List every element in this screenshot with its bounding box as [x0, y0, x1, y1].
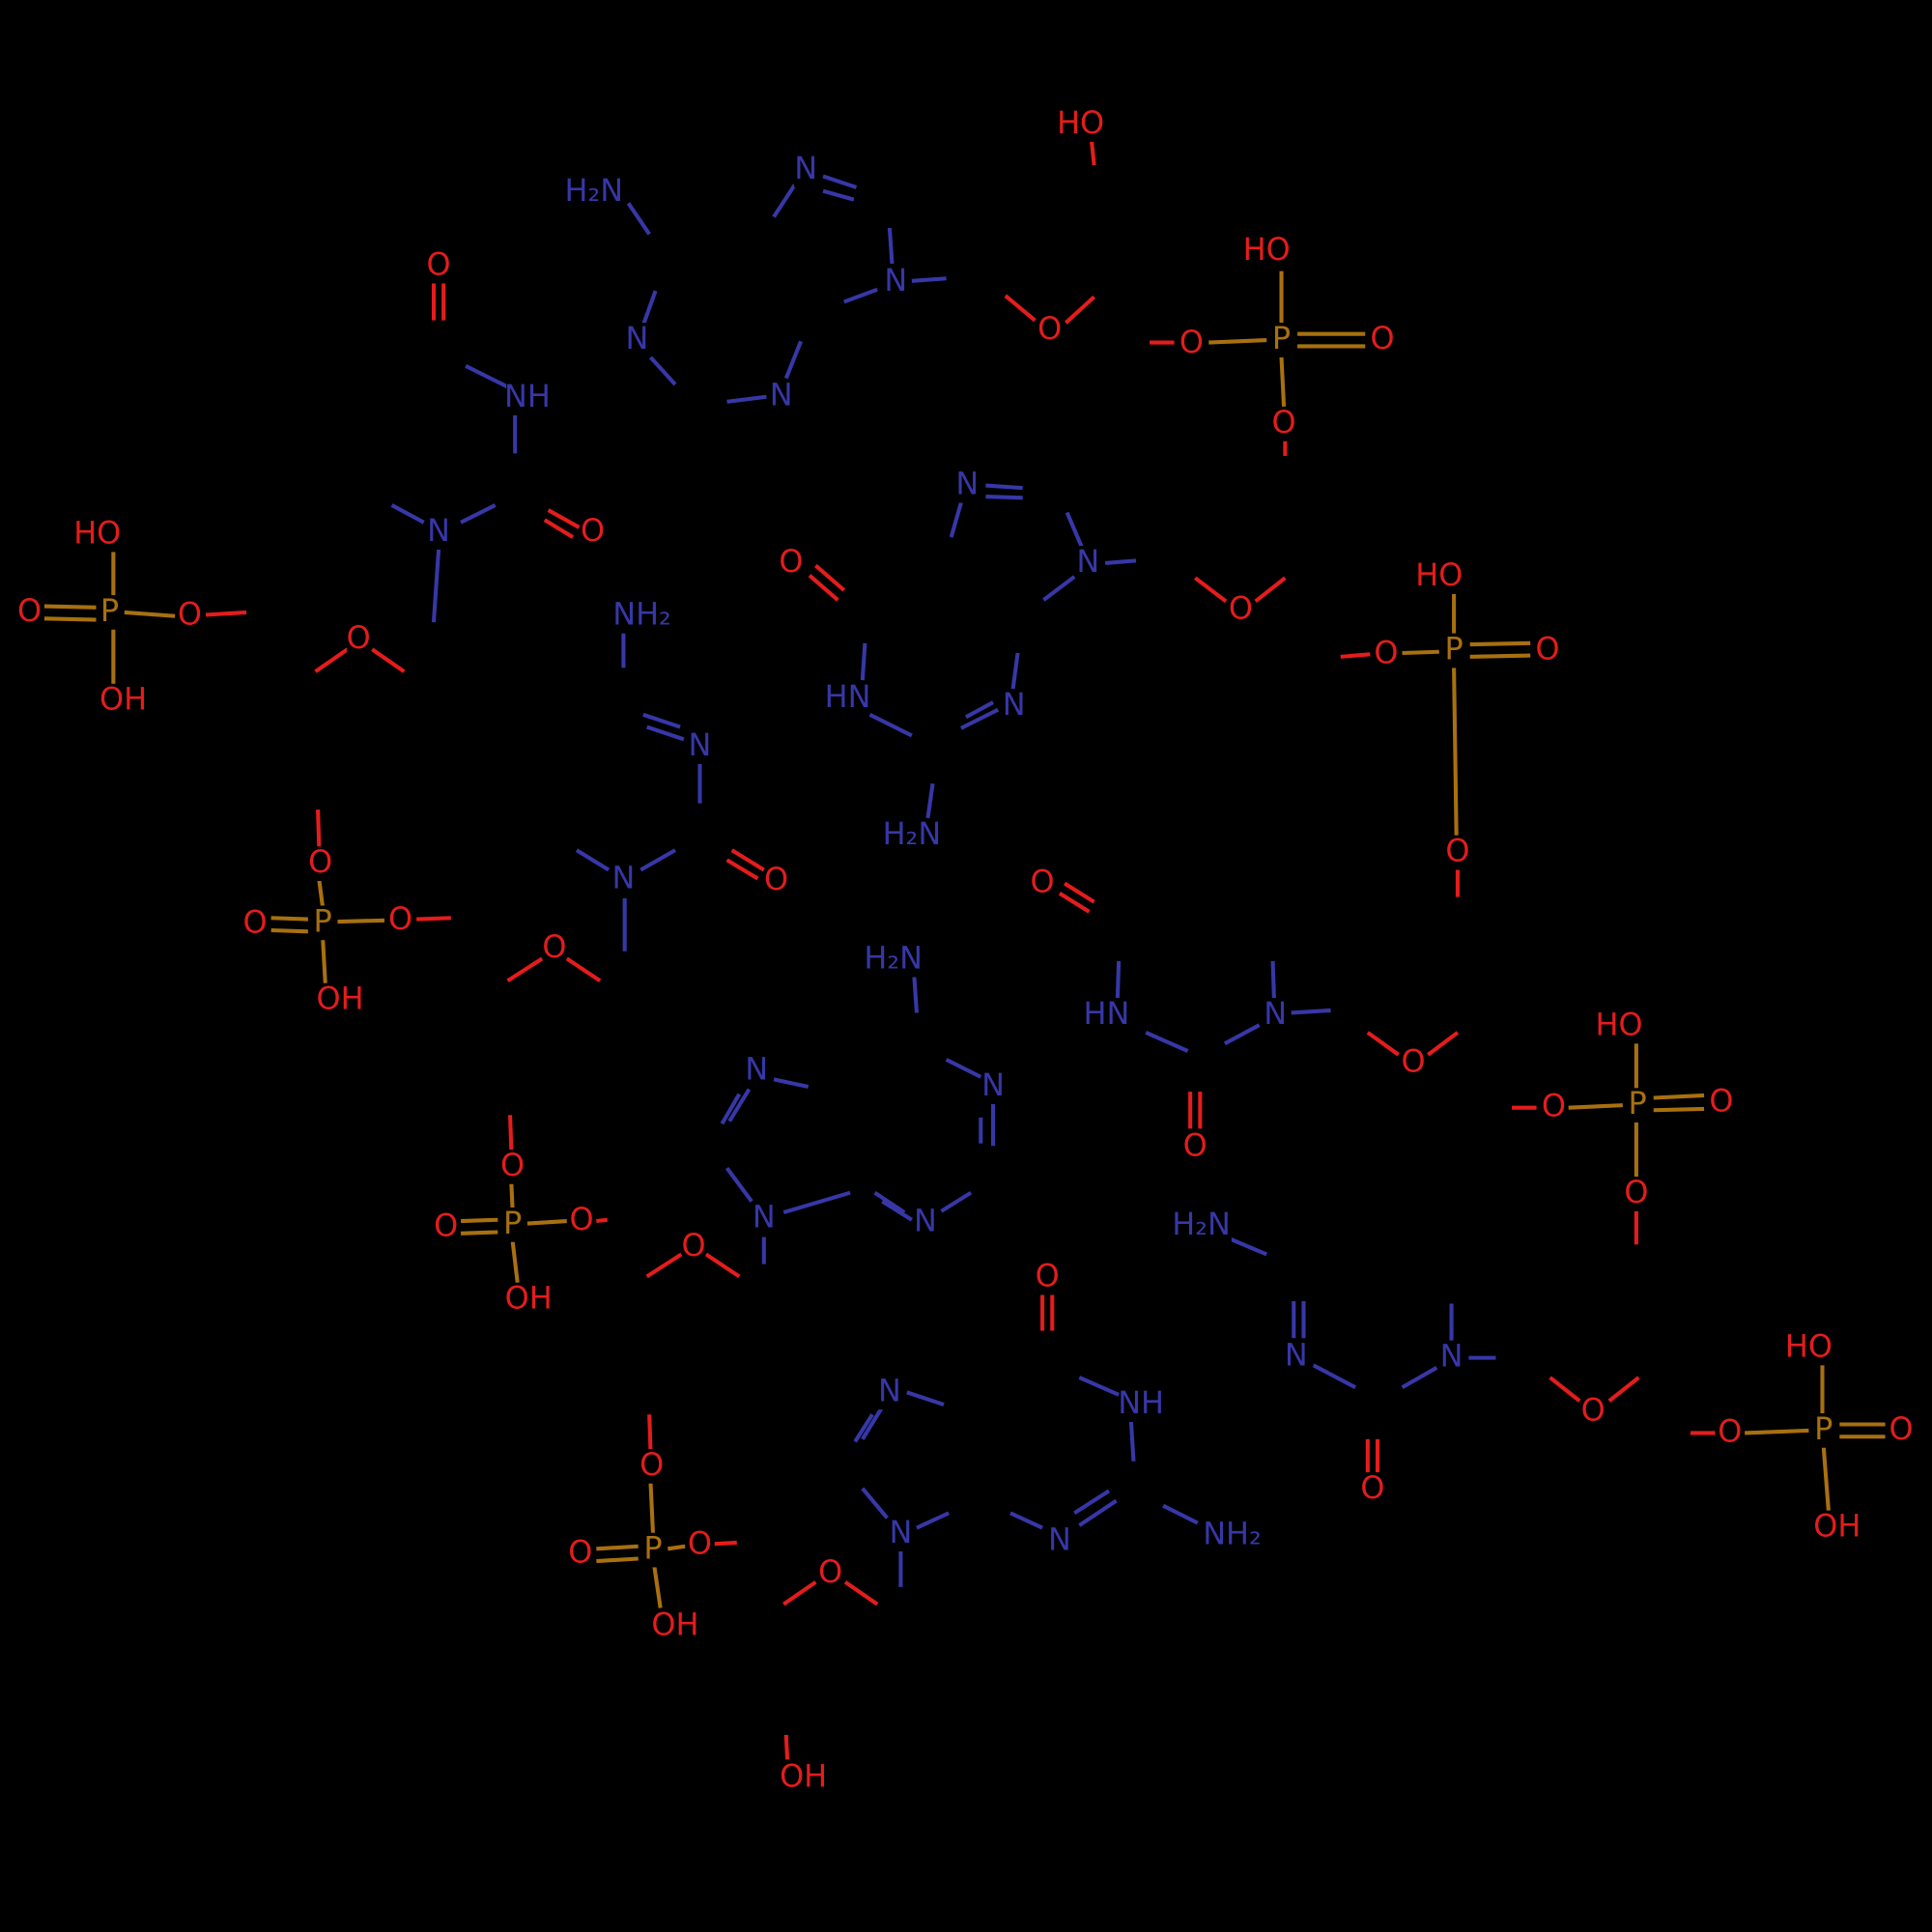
atom-label: O — [1179, 324, 1204, 360]
atom-label: P — [100, 592, 119, 629]
atom-label: O — [1374, 634, 1398, 670]
atom-label: O — [1036, 1258, 1060, 1294]
atom-label: O — [434, 1207, 458, 1243]
atom-label: NH₂ — [612, 596, 671, 633]
atom-label: O — [1272, 404, 1296, 440]
atom-label: O — [1445, 833, 1469, 869]
atom-label: N — [770, 377, 793, 413]
atom-label: O — [1371, 320, 1395, 356]
atom-label: O — [308, 843, 332, 880]
atom-label: H₂N — [864, 940, 923, 977]
atom-label: O — [764, 861, 788, 897]
atom-label: P — [503, 1205, 522, 1241]
atom-label: N — [794, 150, 817, 186]
atom-label: HO — [1415, 556, 1463, 593]
atom-label: O — [639, 1446, 664, 1483]
atom-label: O — [17, 592, 42, 629]
atom-label: NH — [1118, 1384, 1164, 1421]
atom-label: HO — [1057, 104, 1104, 141]
atom-label: N — [884, 262, 907, 298]
atom-label: N — [981, 1066, 1005, 1103]
atom-label: N — [914, 1202, 937, 1238]
atom-label: O — [427, 246, 451, 283]
atom-label: O — [542, 928, 566, 965]
atom-label: O — [779, 543, 803, 580]
atom-label: N — [745, 1050, 768, 1087]
atom-label: OH — [1813, 1508, 1861, 1545]
atom-label: O — [1360, 1469, 1384, 1506]
atom-label: O — [242, 904, 267, 941]
atom-label: O — [818, 1553, 842, 1590]
atom-label: P — [1444, 630, 1463, 667]
atom-label: N — [1264, 995, 1287, 1032]
atom-label: O — [682, 1227, 706, 1264]
atom-label: O — [1889, 1410, 1914, 1447]
atom-label: O — [500, 1147, 525, 1183]
atom-label: HN — [1084, 995, 1130, 1032]
atom-label: N — [689, 726, 712, 763]
atom-label: H₂N — [564, 172, 623, 209]
atom-label: OH — [780, 1758, 827, 1795]
atom-label: P — [1272, 320, 1291, 356]
atom-label: HO — [73, 515, 121, 552]
atom-label: P — [1629, 1085, 1647, 1122]
atom-label: O — [1535, 630, 1559, 667]
atom-label: HO — [1785, 1327, 1833, 1364]
atom-label: O — [1229, 589, 1253, 626]
atom-label: N — [878, 1372, 901, 1408]
atom-label: NH₂ — [1203, 1515, 1262, 1551]
atom-label: NH — [504, 378, 551, 414]
atom-label: O — [1542, 1088, 1566, 1124]
atom-label: O — [569, 1201, 593, 1237]
atom-label: O — [388, 900, 412, 937]
atom-label: N — [611, 860, 635, 896]
atom-label: O — [1709, 1083, 1733, 1120]
atom-label: HO — [1595, 1006, 1642, 1042]
atom-label: P — [1814, 1410, 1833, 1447]
atom-label: P — [314, 902, 332, 939]
atom-label: N — [1440, 1338, 1463, 1375]
atom-label: O — [1401, 1043, 1425, 1080]
atom-label: OH — [505, 1280, 553, 1317]
atom-label: O — [1624, 1174, 1648, 1210]
bonds — [43, 141, 1886, 1760]
atom-label: N — [1048, 1521, 1071, 1558]
atom-label: O — [688, 1524, 712, 1561]
atom-label: O — [178, 596, 202, 633]
atom-label: N — [427, 512, 450, 549]
atom-label: H₂N — [1172, 1206, 1231, 1242]
atom-label: OH — [651, 1606, 698, 1643]
atom-label: O — [1581, 1392, 1605, 1429]
atom-label: N — [626, 320, 649, 356]
atom-label: O — [1183, 1126, 1208, 1163]
atom-label: O — [1718, 1412, 1742, 1449]
atom-label: O — [1031, 864, 1055, 900]
atom-label: N — [955, 466, 979, 502]
atom-label: O — [581, 512, 605, 549]
atom-label: N — [1003, 686, 1026, 723]
atom-label: N — [1076, 543, 1099, 580]
atom-label: HN — [825, 678, 871, 715]
atom-label: P — [643, 1530, 662, 1567]
atom-label: H₂N — [883, 815, 942, 852]
atom-label: O — [1037, 310, 1062, 347]
atom-label: OH — [317, 980, 364, 1017]
atom-label: OH — [99, 681, 147, 718]
atom-label: N — [1285, 1336, 1308, 1373]
atom-label: N — [753, 1198, 776, 1235]
atom-label: O — [568, 1533, 592, 1570]
atom-label: HO — [1243, 231, 1291, 268]
atom-label: N — [889, 1514, 912, 1550]
atom-label: O — [347, 619, 371, 656]
